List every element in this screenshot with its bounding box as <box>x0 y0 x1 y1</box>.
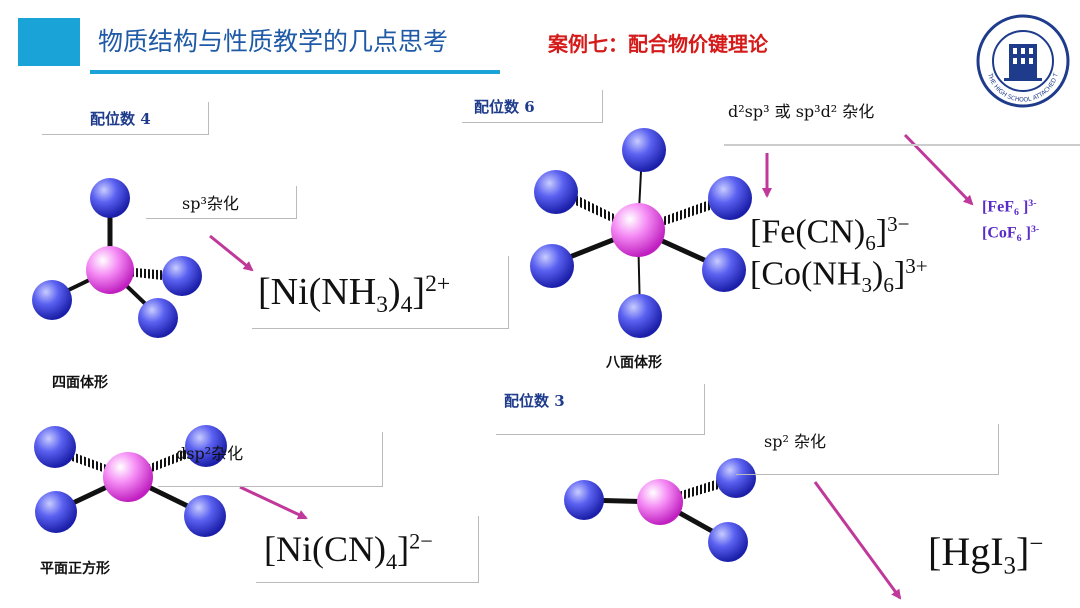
square-formula-box: [Ni(CN)4]2− <box>256 516 479 583</box>
metal-center-ball <box>103 452 153 502</box>
arrow-octa-side <box>903 133 974 206</box>
ligand-ball <box>184 495 226 537</box>
square-hybrid-box: dsp²杂化 <box>158 432 383 487</box>
octa-hybrid-label: d²sp³ 或 sp³d² 杂化 <box>728 102 875 121</box>
cn4-label: 配位数 4 <box>90 110 151 128</box>
ligand-ball <box>162 256 202 296</box>
formula-hgi3: [HgI3]− <box>928 529 1044 580</box>
header-accent-block <box>18 18 80 66</box>
square-planar-molecule <box>34 425 227 537</box>
formula-ni-nh3-4: [Ni(NH3)4]2+ <box>258 271 451 319</box>
ligand-ball <box>622 128 666 172</box>
tetra-hybrid-label: sp³杂化 <box>182 194 239 213</box>
cn3-box: 配位数 3 <box>496 384 705 435</box>
ligand-ball <box>534 170 578 214</box>
octahedral-molecule <box>530 128 752 338</box>
header-underline <box>90 70 500 74</box>
tetrahedral-molecule <box>32 178 202 338</box>
arrow-trigonal <box>813 481 902 600</box>
cn4-box: 配位数 4 <box>42 102 209 135</box>
square-hybrid-label: dsp²杂化 <box>176 444 244 463</box>
trigonal-hybrid-label: sp² 杂化 <box>764 432 826 451</box>
square-shape-label: 平面正方形 <box>40 561 110 577</box>
formula-fe-cn-6: [Fe(CN)6]3− <box>750 212 910 255</box>
trigonal-molecule <box>564 458 756 562</box>
formula-co-nh3-6: [Co(NH3)6]3+ <box>750 254 928 297</box>
slide-title: 物质结构与性质教学的几点思考 <box>98 27 449 56</box>
ligand-ball <box>702 248 746 292</box>
ligand-ball <box>90 178 130 218</box>
octa-divider <box>724 144 1080 146</box>
cn6-box: 配位数 6 <box>462 90 603 123</box>
cn6-label: 配位数 6 <box>474 98 535 116</box>
formula-cof6: [CoF6 ]3- <box>982 224 1040 244</box>
ligand-ball <box>35 491 77 533</box>
trigonal-hybrid-box: sp² 杂化 <box>736 424 999 475</box>
ligand-ball <box>34 426 76 468</box>
ligand-ball <box>185 425 227 467</box>
metal-center-ball <box>637 479 683 525</box>
school-logo: THE HIGH SCHOOL ATTACHED TO JSNU <box>976 14 1070 108</box>
ligand-ball <box>138 298 178 338</box>
metal-center-ball <box>611 203 665 257</box>
formula-ni-cn-4: [Ni(CN)4]2− <box>264 528 433 574</box>
octa-shape-label: 八面体形 <box>606 355 662 371</box>
ligand-ball <box>716 458 756 498</box>
ligand-ball <box>564 480 604 520</box>
tetra-hybrid-box: sp³杂化 <box>146 186 297 219</box>
tetra-formula-box: [Ni(NH3)4]2+ <box>252 256 509 329</box>
arrow-tetra <box>209 234 254 272</box>
cn3-label: 配位数 3 <box>504 392 565 410</box>
case-title: 案例七：配合物价键理论 <box>548 32 768 56</box>
ligand-ball <box>618 294 662 338</box>
formula-fef6: [FeF6 ]3- <box>982 198 1037 218</box>
ligand-ball <box>530 244 574 288</box>
arrow-square <box>239 485 308 520</box>
metal-center-ball <box>86 246 134 294</box>
tetra-shape-label: 四面体形 <box>52 375 108 391</box>
ligand-ball <box>708 176 752 220</box>
ligand-ball <box>708 522 748 562</box>
ligand-ball <box>32 280 72 320</box>
